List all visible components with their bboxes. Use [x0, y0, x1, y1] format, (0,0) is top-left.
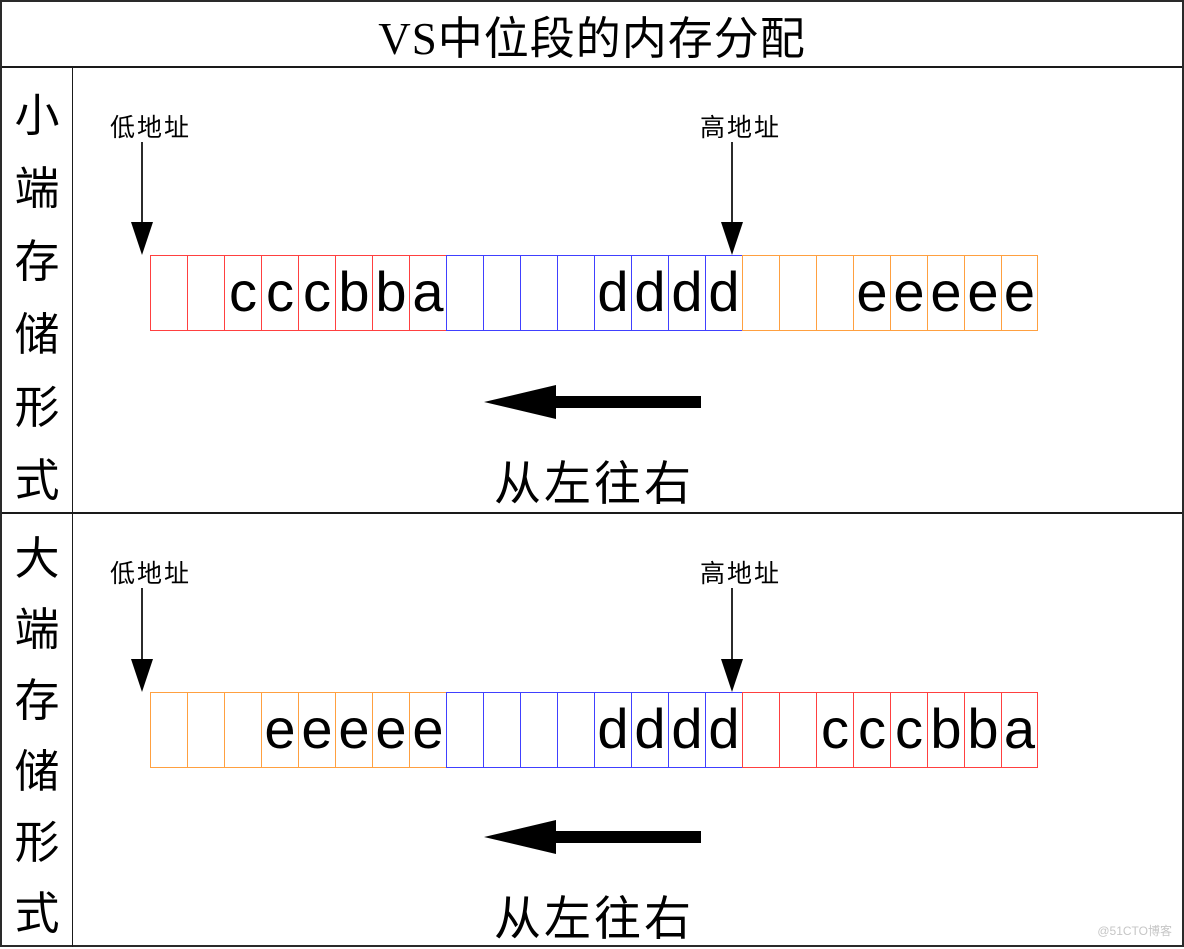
memory-cell: e — [890, 255, 927, 331]
memory-cell — [446, 692, 483, 768]
memory-cell: d — [668, 692, 705, 768]
arrow-line — [141, 142, 143, 222]
memory-cell: c — [890, 692, 927, 768]
memory-cell — [483, 692, 520, 768]
memory-cell: e — [409, 692, 446, 768]
memory-cell — [150, 692, 187, 768]
arrow-head-icon — [131, 222, 153, 255]
side-label-little-endian: 小端存储形式 — [2, 68, 73, 512]
arrow-head-icon — [721, 659, 743, 692]
memory-cell — [779, 692, 816, 768]
memory-cell: d — [631, 692, 668, 768]
memory-cell: e — [964, 255, 1001, 331]
memory-cell — [483, 255, 520, 331]
memory-cell: e — [335, 692, 372, 768]
memory-cell: d — [594, 255, 631, 331]
arrow-shaft — [548, 831, 701, 843]
memory-cell: d — [594, 692, 631, 768]
high-address-label: 高地址 — [700, 115, 782, 142]
memory-cell — [742, 255, 779, 331]
memory-cell: d — [705, 692, 742, 768]
memory-cell — [150, 255, 187, 331]
direction-label: 从左往右 — [494, 459, 694, 511]
memory-cell — [224, 692, 261, 768]
memory-cell: c — [261, 255, 298, 331]
memory-cell: e — [853, 255, 890, 331]
memory-cell — [187, 692, 224, 768]
low-address-label: 低地址 — [110, 115, 192, 142]
memory-cell: b — [372, 255, 409, 331]
memory-cell — [557, 692, 594, 768]
memory-cell — [816, 255, 853, 331]
memory-cell — [742, 692, 779, 768]
memory-cell: b — [335, 255, 372, 331]
arrow-head-icon — [484, 820, 556, 854]
memory-cell: b — [927, 692, 964, 768]
memory-cell: c — [298, 255, 335, 331]
memory-cell: c — [853, 692, 890, 768]
arrow-head-icon — [131, 659, 153, 692]
memory-cell: d — [668, 255, 705, 331]
memory-cell: c — [816, 692, 853, 768]
memory-cell — [520, 692, 557, 768]
direction-label: 从左往右 — [494, 894, 694, 946]
memory-cell — [557, 255, 594, 331]
memory-cell: a — [409, 255, 446, 331]
low-address-arrow-icon — [131, 588, 153, 692]
memory-cell: e — [372, 692, 409, 768]
memory-cell: e — [261, 692, 298, 768]
memory-cell: c — [224, 255, 261, 331]
memory-cell: e — [927, 255, 964, 331]
high-address-label: 高地址 — [700, 561, 782, 588]
memory-cell: d — [631, 255, 668, 331]
memory-cell: b — [964, 692, 1001, 768]
memory-cell: d — [705, 255, 742, 331]
high-address-arrow-icon — [721, 142, 743, 255]
arrow-line — [731, 142, 733, 222]
watermark: @51CTO博客 — [1097, 924, 1172, 938]
memory-cell — [187, 255, 224, 331]
memory-cell: e — [298, 692, 335, 768]
memory-cell: a — [1001, 692, 1038, 768]
side-label-big-endian: 大端存储形式 — [2, 514, 73, 947]
high-address-arrow-icon — [721, 588, 743, 692]
left-direction-arrow-icon — [484, 820, 701, 854]
arrow-line — [141, 588, 143, 659]
left-direction-arrow-icon — [484, 385, 701, 419]
memory-cell: e — [1001, 255, 1038, 331]
arrow-head-icon — [721, 222, 743, 255]
arrow-shaft — [548, 396, 701, 408]
memory-cell — [779, 255, 816, 331]
page-title: VS中位段的内存分配 — [2, 2, 1182, 68]
memory-cell — [520, 255, 557, 331]
memory-cell — [446, 255, 483, 331]
section-divider — [2, 512, 1182, 514]
arrow-line — [731, 588, 733, 659]
low-address-arrow-icon — [131, 142, 153, 255]
low-address-label: 低地址 — [110, 561, 192, 588]
arrow-head-icon — [484, 385, 556, 419]
